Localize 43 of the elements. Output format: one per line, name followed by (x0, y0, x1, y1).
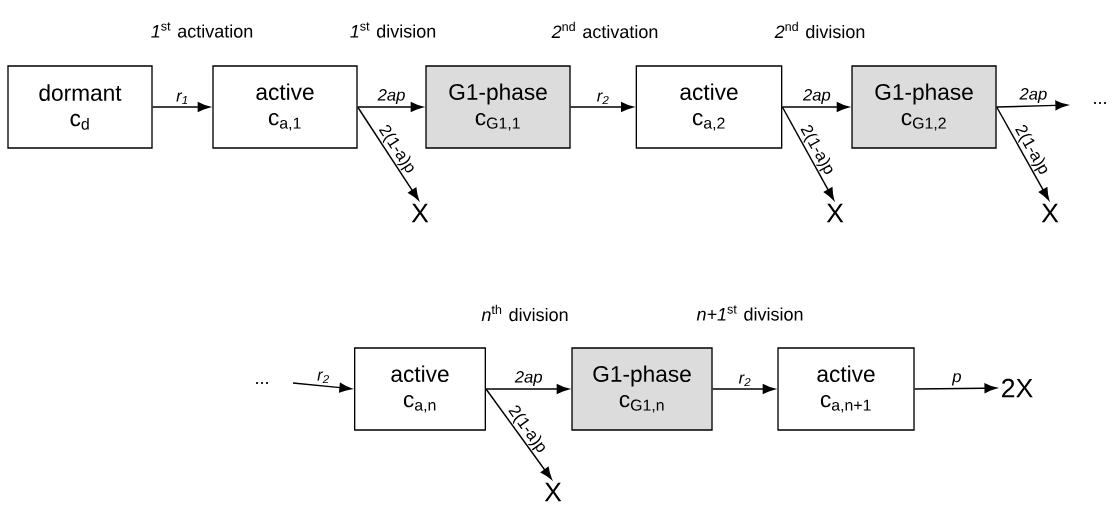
arrow (151, 102, 210, 112)
arrow (711, 384, 775, 394)
edge-label: 2ap (514, 371, 543, 387)
edge-label: r$_{2}$ (597, 92, 609, 105)
edge-label: p (951, 373, 961, 386)
annotation-label: 2$^{nd}$ activation (551, 21, 658, 39)
arrow (913, 383, 997, 393)
arrow (485, 384, 569, 394)
annotation-label: 1$^{st}$ activation (151, 22, 253, 38)
arrow (485, 388, 552, 480)
state-box: G1-phase c$_{G1,1}$ (425, 65, 571, 149)
state-box: dormant c$_{d}$ (7, 65, 153, 149)
state-box: active c$_{a,n}$ (354, 347, 486, 431)
state-box: G1-phase c$_{G1,n}$ (571, 347, 713, 431)
edge-label: 2ap (802, 89, 831, 105)
edge-label: r$_{1}$ (176, 92, 188, 105)
arrow (995, 106, 1050, 201)
annotation-label: n+1$^{st}$ division (696, 305, 803, 321)
arrow (781, 106, 835, 201)
outcome-label: 2X (1002, 378, 1033, 398)
annotation-label: 1$^{st}$ division (350, 22, 436, 38)
edge-label: 2ap (377, 89, 405, 105)
state-box: G1-phase c$_{G1,2}$ (851, 65, 997, 149)
arrow (356, 102, 423, 112)
annotation-label: n$^{th}$ division (481, 304, 568, 322)
annotation-label: 2$^{nd}$ division (774, 21, 865, 39)
outcome-label: X (826, 203, 844, 223)
arrow (569, 102, 634, 112)
edge-label: 2ap (1019, 88, 1047, 104)
state-box: active c$_{a,n+1}$ (777, 347, 915, 431)
state-box: active c$_{a,2}$ (635, 65, 783, 149)
outcome-label: X (411, 203, 429, 223)
arrow (781, 102, 849, 112)
edge-label: r$_{2}$ (317, 371, 329, 384)
state-box: active c$_{a,1}$ (212, 65, 358, 149)
edge-label: r$_{2}$ (738, 374, 751, 387)
arrow (995, 100, 1068, 111)
arrow (356, 106, 420, 201)
annotation-label: ... (1094, 102, 1106, 104)
outcome-label: X (1041, 203, 1059, 223)
arrow (292, 382, 352, 393)
annotation-label: ... (256, 382, 268, 384)
outcome-label: X (544, 482, 562, 502)
